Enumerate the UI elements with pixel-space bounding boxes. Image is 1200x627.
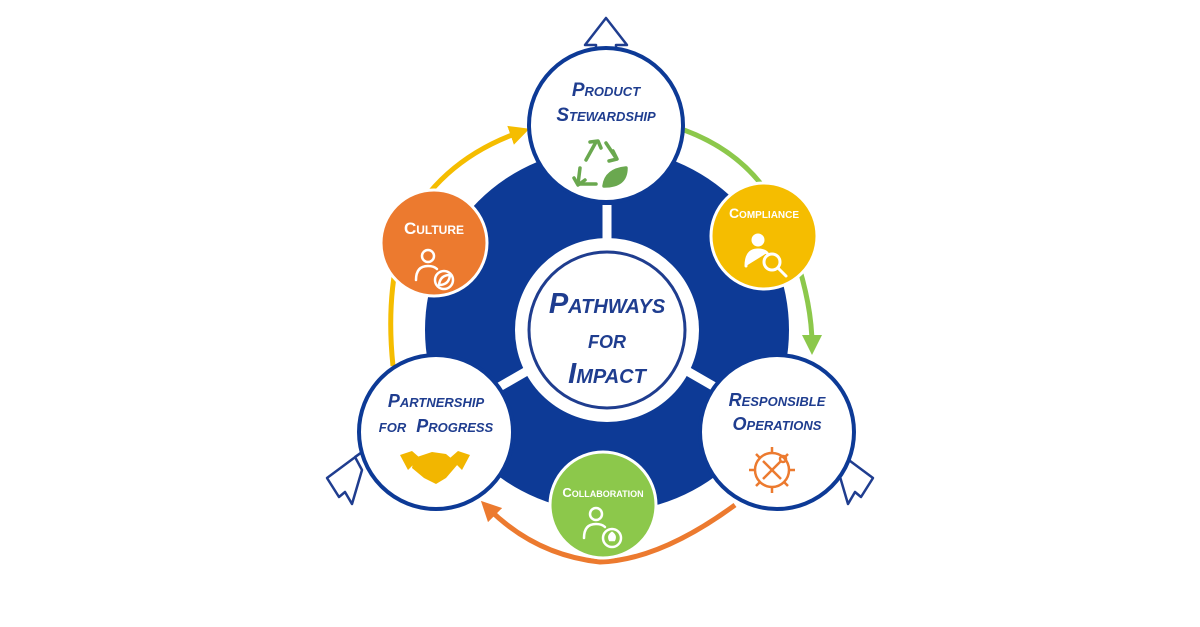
enabler-collaboration: Collaboration (548, 450, 658, 560)
enabler-culture: Culture (379, 188, 489, 298)
partnership-line2: for Progress (379, 416, 494, 436)
recycle-leaf-icon (572, 139, 628, 188)
pillar-partnership-for-progress: Partnership for Progress (357, 353, 515, 511)
center-title-line1: Pathways (549, 288, 666, 320)
person-lightbulb-icon (582, 506, 623, 549)
person-leaf-icon (414, 248, 455, 291)
partnership-line1: Partnership (388, 391, 485, 411)
cycle-arrow-orange (480, 500, 737, 565)
responsible-operations-line2: Operations (733, 414, 822, 434)
handshake-icon (400, 451, 470, 484)
center-hub: Pathways for Impact (515, 238, 699, 422)
person-search-icon (744, 233, 788, 278)
pillar-product-stewardship: Product Stewardship (527, 46, 685, 204)
product-stewardship-line2: Stewardship (556, 105, 656, 126)
pillar-responsible-operations: Responsible Operations (698, 353, 856, 511)
center-title-line3: Impact (568, 358, 647, 390)
outward-arrow-left (325, 450, 364, 506)
responsible-operations-line1: Responsible (729, 390, 826, 410)
center-title-line2: for (588, 326, 626, 354)
product-stewardship-line1: Product (572, 80, 641, 101)
culture-label: Culture (404, 219, 464, 238)
enabler-compliance: Compliance (709, 181, 819, 291)
gear-tools-icon (749, 447, 795, 493)
collaboration-label: Collaboration (562, 485, 643, 500)
compliance-label: Compliance (729, 205, 799, 221)
